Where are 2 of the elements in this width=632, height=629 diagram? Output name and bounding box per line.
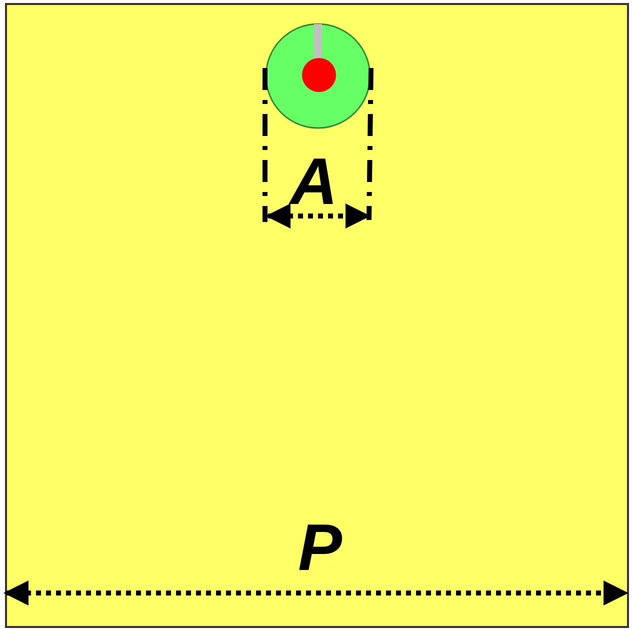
dimension-label: P: [298, 514, 342, 580]
dimension-label: A: [290, 148, 338, 214]
